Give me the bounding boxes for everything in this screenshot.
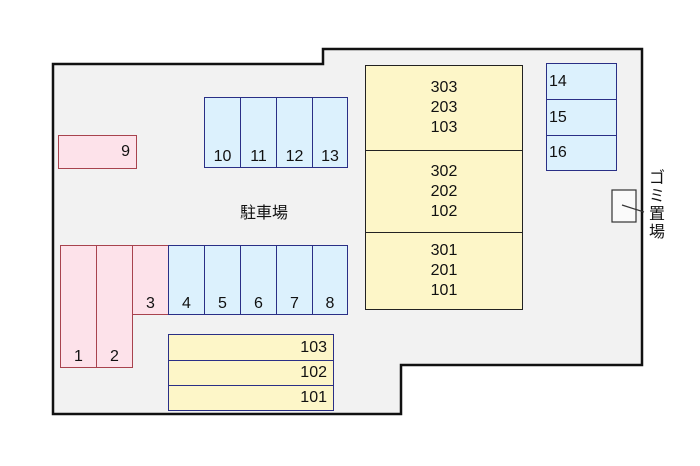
slot-number: 6	[254, 295, 263, 312]
label-char: ミ	[648, 188, 665, 205]
parking-slot-12[interactable]: 12	[276, 97, 313, 168]
slot-number: 101	[300, 389, 327, 406]
unit-number: 102	[430, 202, 458, 220]
unit-number: 201	[430, 262, 458, 279]
unit-number: 302	[430, 162, 458, 180]
unit-number: 203	[430, 99, 458, 116]
parking-slot-4[interactable]: 4	[168, 245, 205, 315]
label-char: 置	[648, 206, 665, 223]
slot-number: 5	[218, 295, 227, 312]
parking-slot-7[interactable]: 7	[276, 245, 313, 315]
slot-number: 15	[549, 108, 567, 126]
slot-number: 1	[74, 348, 83, 365]
unit-number: 103	[430, 119, 458, 136]
slot-number: 14	[549, 72, 567, 90]
storage-slot-103[interactable]: 103	[168, 334, 334, 361]
garbage-leader-line	[621, 204, 645, 213]
slot-number: 3	[146, 295, 155, 312]
unit-number: 301	[430, 242, 458, 259]
unit-number: 101	[430, 282, 458, 299]
label-char: ゴ	[648, 170, 665, 187]
slot-number: 4	[182, 295, 191, 312]
slot-number: 2	[110, 348, 119, 365]
storage-slot-101[interactable]: 101	[168, 385, 334, 411]
slot-number: 103	[300, 338, 327, 356]
slot-number: 16	[549, 144, 567, 161]
parking-slot-14[interactable]: 14	[546, 63, 617, 100]
parking-slot-1[interactable]: 1	[60, 245, 97, 368]
parking-slot-10[interactable]: 10	[204, 97, 241, 168]
slot-number: 13	[321, 148, 339, 165]
parking-slot-5[interactable]: 5	[204, 245, 241, 315]
building-unit-column-2[interactable]: 302 202 102	[365, 150, 523, 233]
parking-slot-8[interactable]: 8	[312, 245, 348, 315]
label-char: 場	[648, 224, 665, 241]
parking-slot-6[interactable]: 6	[240, 245, 277, 315]
slot-number: 8	[325, 295, 335, 312]
slot-number: 10	[213, 148, 232, 165]
parking-area-label: 駐車場	[240, 205, 289, 222]
slot-number: 7	[290, 295, 299, 312]
slot-number: 102	[300, 364, 327, 381]
parking-slot-15[interactable]: 15	[546, 99, 617, 136]
building-unit-column-3[interactable]: 303 203 103	[365, 65, 523, 151]
garbage-area-label: ゴ ミ 置 場	[648, 170, 666, 242]
storage-slot-102[interactable]: 102	[168, 360, 334, 386]
unit-number: 202	[430, 182, 458, 200]
slot-number: 12	[285, 148, 304, 165]
parking-slot-2[interactable]: 2	[96, 245, 133, 368]
parking-slot-9[interactable]: 9	[58, 135, 137, 169]
parking-slot-16[interactable]: 16	[546, 135, 617, 171]
slot-number: 11	[250, 148, 267, 165]
unit-number: 303	[430, 79, 458, 96]
building-unit-column-1[interactable]: 301 201 101	[365, 232, 523, 310]
parking-slot-13[interactable]: 13	[312, 97, 348, 168]
parking-slot-3[interactable]: 3	[132, 245, 169, 315]
slot-number: 9	[121, 143, 130, 160]
parking-slot-11[interactable]: 11	[240, 97, 277, 168]
